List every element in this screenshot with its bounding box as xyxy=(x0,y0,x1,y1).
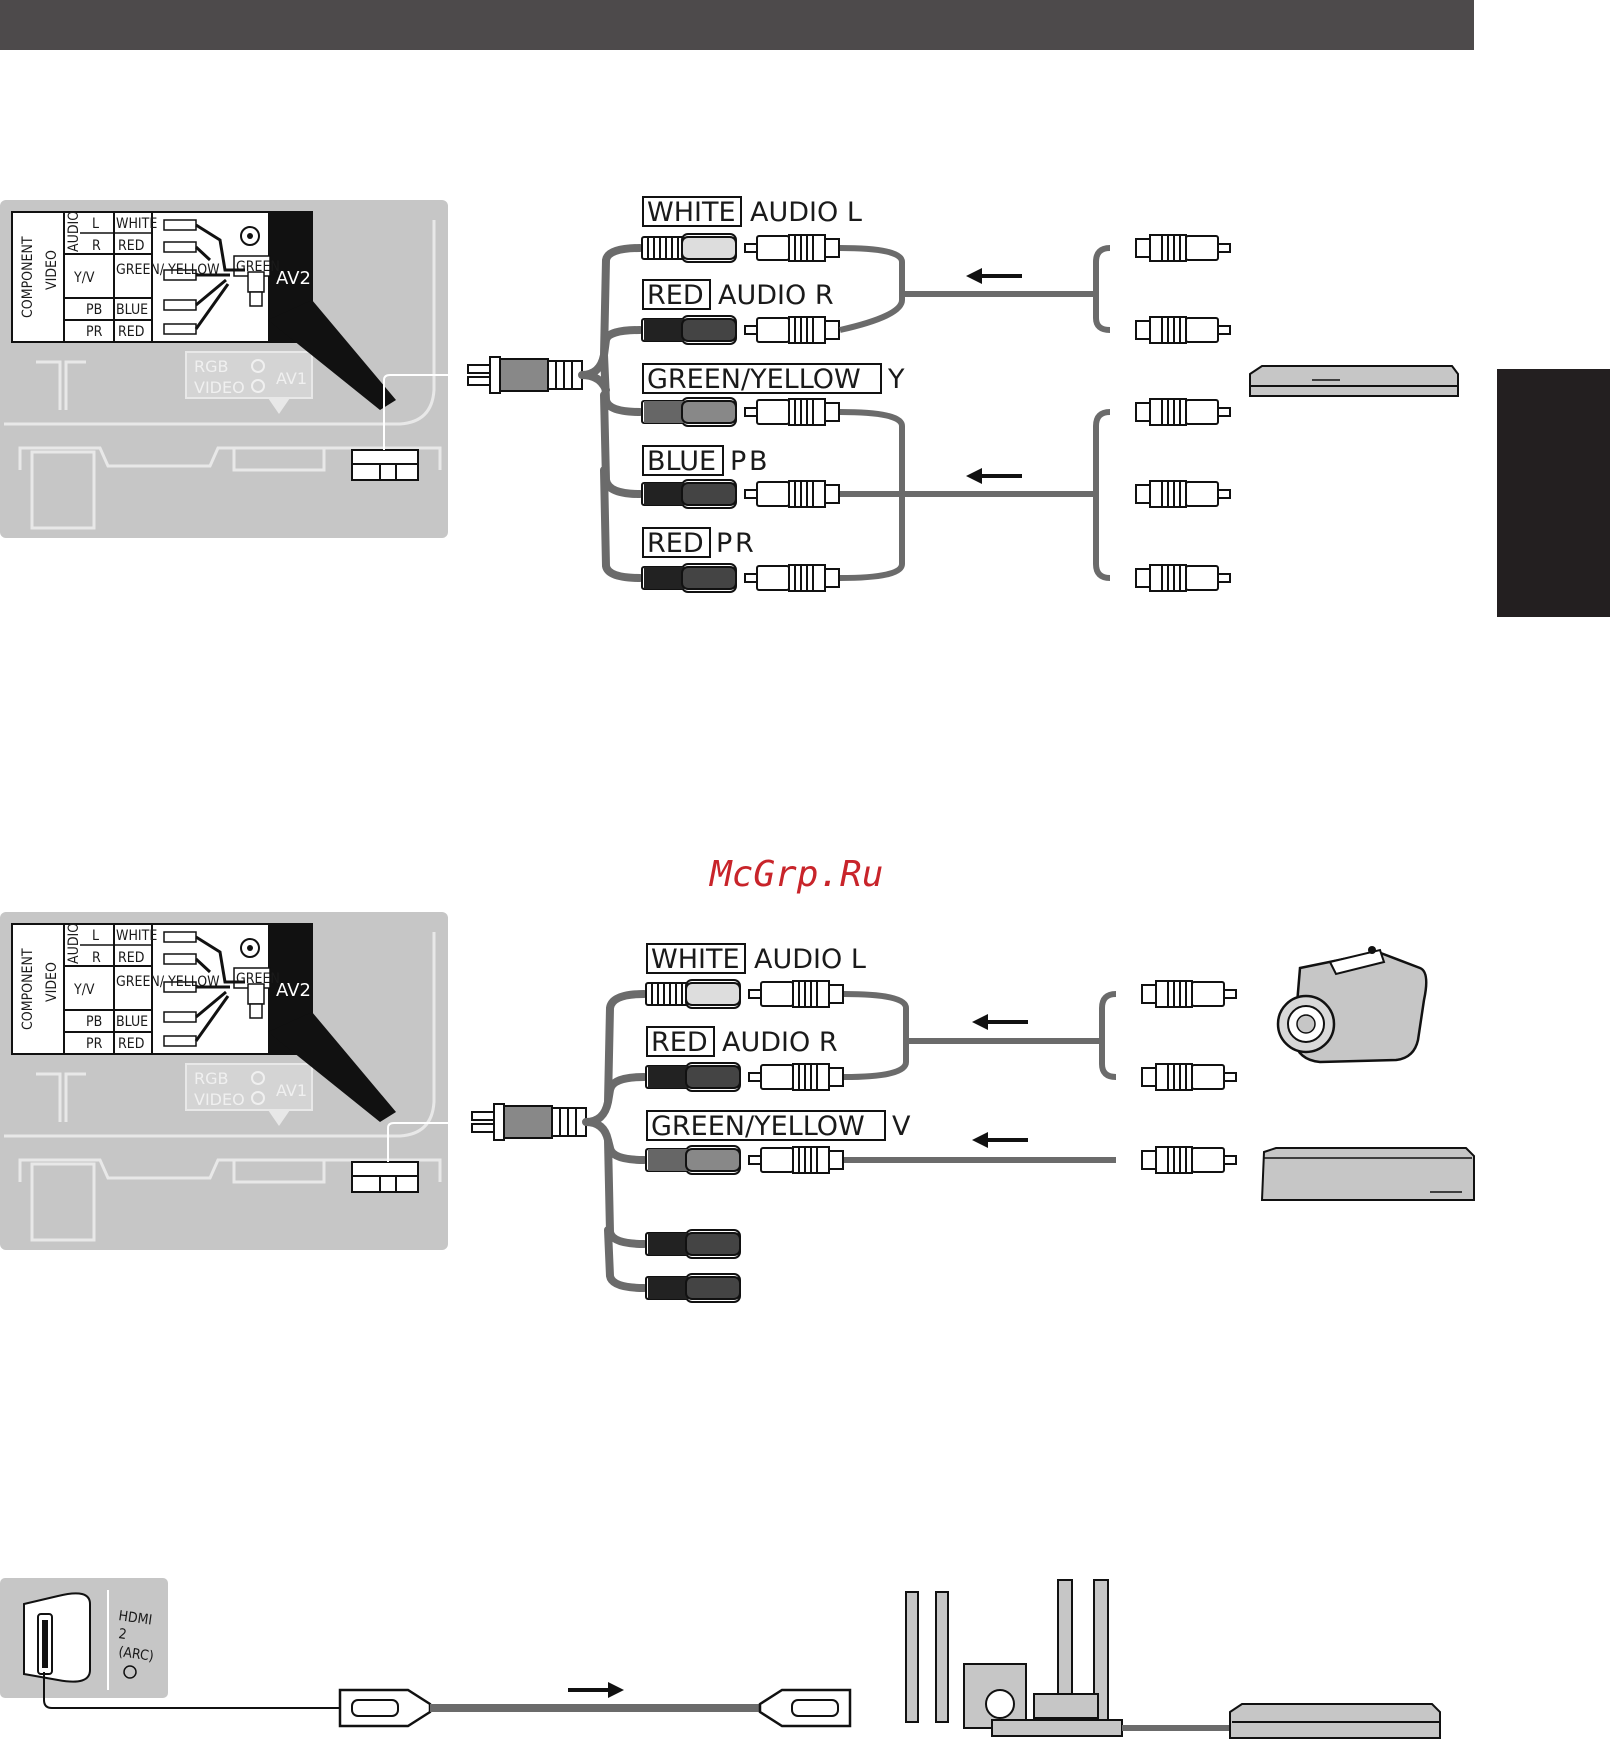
connection-1-cables xyxy=(467,233,1459,593)
color-white-label-2: WHITE xyxy=(116,928,157,944)
l-label: L xyxy=(92,216,99,232)
c1-p-signal: P xyxy=(730,446,746,477)
audio-label: AUDIO xyxy=(66,211,82,252)
pb-label: PB xyxy=(86,302,102,318)
component-label: COMPONENT xyxy=(20,236,36,318)
c1-p2-signal: P xyxy=(716,528,732,559)
hdmi-plug-icon xyxy=(758,1688,852,1728)
hdmi-plug-icon xyxy=(338,1688,432,1728)
yv-label: Y/V xyxy=(73,270,95,286)
header-bar xyxy=(0,0,1474,50)
tv-panel-1: RGB VIDEO AV1 AV2 COMPONENT VIDEO AUDIO … xyxy=(0,200,470,538)
c2-audio-l-signal: AUDIO L xyxy=(754,944,866,975)
color-white-label: WHITE xyxy=(116,216,157,232)
c1-pr-sub: R xyxy=(735,528,754,559)
color-blue-label-2: BLUE xyxy=(116,1014,148,1030)
video-label: VIDEO xyxy=(44,250,60,290)
c1-audio-r-signal: AUDIO R xyxy=(718,280,834,311)
r-label: R xyxy=(92,238,101,254)
hdmi-label: HDMI xyxy=(117,1608,153,1629)
arrow-right-icon xyxy=(568,1682,624,1698)
watermark: McGrp.Ru xyxy=(708,854,883,895)
av1-label: AV1 xyxy=(276,369,307,388)
r-label-2: R xyxy=(92,950,101,966)
av2-label-2: AV2 xyxy=(276,980,311,1001)
c2-audio-r-signal: AUDIO R xyxy=(722,1027,838,1058)
c1-green-yellow-color: GREEN/YELLOW xyxy=(647,364,861,395)
pr-label: PR xyxy=(86,324,103,340)
pb-label-2: PB xyxy=(86,1014,102,1030)
green-label-2: GREEN xyxy=(236,971,280,987)
c2-green-yellow-color: GREEN/YELLOW xyxy=(651,1111,865,1142)
color-red-label: RED xyxy=(118,238,144,254)
rgb-label-2: RGB xyxy=(194,1069,229,1088)
c1-y-signal: Y xyxy=(887,364,905,395)
video-label-2: VIDEO xyxy=(44,962,60,1002)
blu-ray-player-icon xyxy=(1249,365,1459,397)
connection-1-labels: WHITE AUDIO L RED AUDIO R GREEN/YELLOW Y… xyxy=(642,196,905,559)
connection-2-cables xyxy=(471,946,1475,1303)
home-theater-icon xyxy=(905,1579,1234,1737)
hdmi-arc-label: (ARC) xyxy=(117,1644,154,1665)
connection-2-labels: WHITE AUDIO L RED AUDIO R GREEN/YELLOW V xyxy=(646,943,911,1142)
c1-red2-color: RED xyxy=(647,528,704,559)
side-tab xyxy=(1497,369,1610,617)
tv-panel-2: RGB VIDEO AV1 AV2 COMPONENT VIDEO AUDIO … xyxy=(0,912,474,1250)
av2-label: AV2 xyxy=(276,268,311,289)
arrow-left-icon xyxy=(966,468,1022,484)
c1-red-color: RED xyxy=(647,280,704,311)
component-label-2: COMPONENT xyxy=(20,948,36,1030)
arrow-left-icon xyxy=(972,1014,1028,1030)
c1-audio-l-signal: AUDIO L xyxy=(750,197,862,228)
video-in-label-2: VIDEO xyxy=(194,1090,245,1109)
av-jack-icon xyxy=(240,938,260,958)
c2-red-color: RED xyxy=(651,1027,708,1058)
hdmi-cable xyxy=(338,1682,852,1728)
arrow-left-icon xyxy=(972,1132,1028,1148)
hdmi-port-number: 2 xyxy=(117,1626,127,1643)
l-label-2: L xyxy=(92,928,99,944)
c1-pb-sub: B xyxy=(749,446,768,477)
color-red2-label: RED xyxy=(118,324,144,340)
color-red2-label-2: RED xyxy=(118,1036,144,1052)
c1-blue-color: BLUE xyxy=(647,446,716,477)
yv-label-2: Y/V xyxy=(73,982,95,998)
c2-white-color: WHITE xyxy=(651,944,740,975)
audio-label-2: AUDIO xyxy=(66,923,82,964)
c2-v-signal: V xyxy=(892,1111,911,1142)
set-top-box-icon xyxy=(1260,1147,1475,1201)
rgb-label: RGB xyxy=(194,357,229,376)
av-jack-icon xyxy=(240,226,260,246)
arrow-left-icon xyxy=(966,268,1022,284)
av1-label-2: AV1 xyxy=(276,1081,307,1100)
blu-ray-player-icon xyxy=(1229,1703,1441,1739)
color-blue-label: BLUE xyxy=(116,302,148,318)
hdmi-panel: HDMI 2 (ARC) xyxy=(0,1578,340,1709)
pr-label-2: PR xyxy=(86,1036,103,1052)
video-in-label: VIDEO xyxy=(194,378,245,397)
c1-white-color: WHITE xyxy=(647,197,736,228)
camcorder-icon xyxy=(1276,946,1428,1064)
green-label: GREEN xyxy=(236,259,280,275)
color-red-label-2: RED xyxy=(118,950,144,966)
